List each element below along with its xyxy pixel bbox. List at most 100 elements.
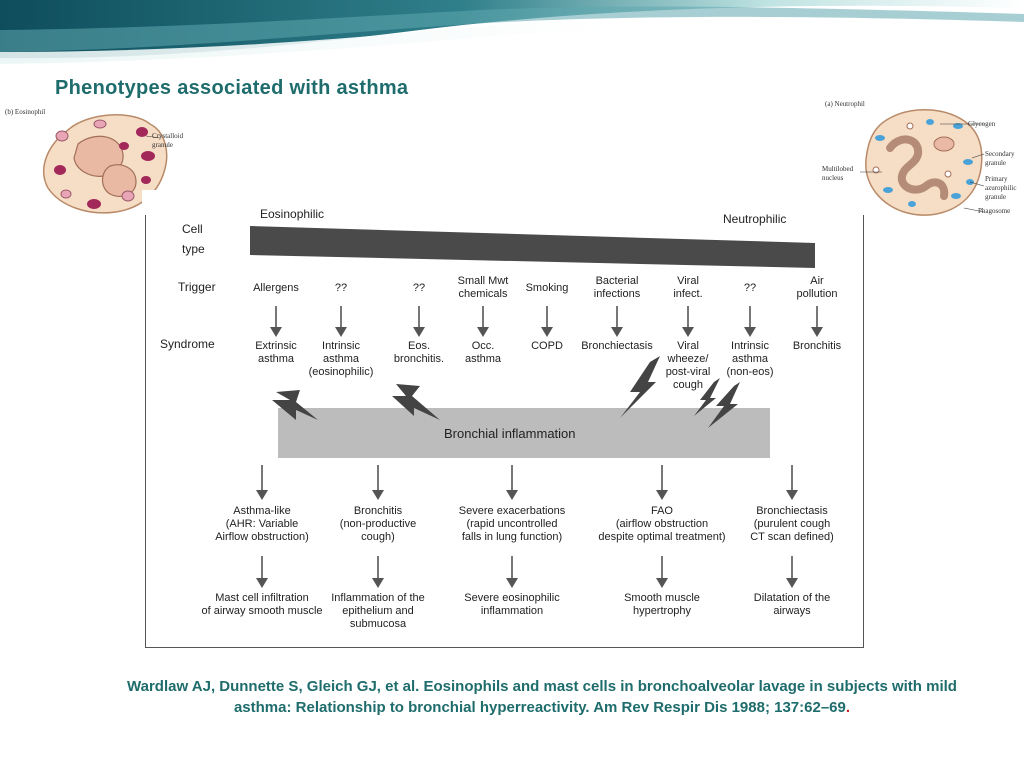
pathology-3-line: inflammation [480,605,544,617]
secondary-granule-label: Secondary granule [985,150,1015,167]
trigger-1-line: Allergens [253,282,299,294]
trigger-6-line: Bacterial [595,275,639,287]
outcome-4-line: (airflow obstruction [615,518,709,530]
neutrophilic-label: Neutrophilic [723,212,787,226]
outcome-2-line: cough) [361,531,395,543]
inflammation-arrow-3 [506,465,518,500]
trigger-arrow-8 [744,306,756,337]
lightning-bolt-2 [392,384,440,420]
arrow-layer [256,306,823,588]
trigger-3: ?? [339,282,499,295]
outcome-arrow-1 [256,556,268,588]
syndrome-9: Bronchitis [737,340,897,353]
outcome-1-line: Airflow obstruction) [215,531,309,543]
cell-type-label-line2: type [182,242,205,256]
syndrome-5-line: COPD [531,340,563,352]
trigger-5-line: Smoking [525,282,569,294]
syndrome-7-line: post-viral [665,366,711,378]
syndrome-2-line: Intrinsic [322,340,360,352]
trigger-arrow-9 [811,306,823,337]
pathology-1-line: Mast cell infiltration [215,592,309,604]
outcome-3-line: Severe exacerbations [458,505,566,517]
pathology-5-line: airways [773,605,811,617]
lightning-bolt-1 [272,390,318,420]
outcome-2-line: Bronchitis [353,505,403,517]
citation-end-mark: . [845,699,851,716]
lightning-bolt-5 [694,378,720,416]
syndrome-5: COPD [467,340,627,353]
outcome-3-line: (rapid uncontrolled [466,518,558,530]
cell-type-label-line1: Cell [182,222,203,236]
pathology-5-line: Dilatation of the [753,592,831,604]
outcome-2-line: (non-productive [339,518,417,530]
trigger-5: Smoking [467,282,627,295]
outcome-5-line: (purulent cough [753,518,831,530]
syndrome-4: Occ.asthma [403,340,563,366]
syndrome-9-line: Bronchitis [792,340,842,352]
outcome-5-line: CT scan defined) [750,531,834,543]
lightning-bolt-3 [620,356,660,418]
outcome-4-line: FAO [650,505,673,517]
trigger-6-line: infections [593,288,641,300]
trigger-arrow-1 [270,306,282,337]
syndrome-7-line: wheeze/ [667,353,709,365]
pathology-4-line: hypertrophy [632,605,692,617]
pathology-4-line: Smooth muscle [624,592,700,604]
outcome-1-line: Asthma-like [233,505,291,517]
syndrome-8-line: asthma [731,353,769,365]
trigger-arrow-5 [541,306,553,337]
outcome-arrow-5 [786,556,798,588]
lightning-bolt-4 [708,382,740,428]
pathology-2-line: epithelium and [342,605,414,617]
syndrome-6-line: Bronchiectasis [581,340,653,352]
trigger-8-line: ?? [743,282,757,294]
inflammation-box [278,408,770,458]
trigger-3-line: ?? [412,282,426,294]
cell-type-gradient-wedge [250,226,815,268]
trigger-7-line: infect. [673,288,703,300]
syndrome-1-line: Extrinsic [255,340,297,352]
syndrome-3-line: bronchitis. [393,353,445,365]
trigger-arrow-4 [477,306,489,337]
syndrome-2-line: (eosinophilic) [308,366,374,378]
trigger-9-line: pollution [796,288,838,300]
trigger-2: ?? [261,282,421,295]
trigger-arrow-3 [413,306,425,337]
header-band [0,0,1024,90]
trigger-7-line: Viral [677,275,699,287]
syndrome-7-line: Viral [677,340,699,352]
syndrome-8-line: (non-eos) [726,366,774,378]
bronchial-inflammation-label: Bronchial inflammation [444,426,576,441]
trigger-4-line: chemicals [458,288,508,300]
pathology-3-line: Severe eosinophilic [464,592,560,604]
slide-title: Phenotypes associated with asthma [55,77,409,99]
outcome-3-line: falls in lung function) [461,531,563,543]
neutrophil-caption: (a) Neutrophil [825,100,865,108]
syndrome-6: Bronchiectasis [537,340,697,353]
trigger-8: ?? [670,282,830,295]
syndrome-8-line: Intrinsic [731,340,769,352]
syndrome-3-line: Eos. [407,340,430,352]
inflammation-arrow-2 [372,465,384,500]
eosinophil-granule-label: Crystalloid granule [152,132,184,149]
outcome-4-line: despite optimal treatment) [598,531,726,543]
inflammation-arrow-4 [656,465,668,500]
pathology-2-line: submucosa [349,618,407,630]
primary-granule-label: Primary azurophilic granule [985,175,1017,201]
